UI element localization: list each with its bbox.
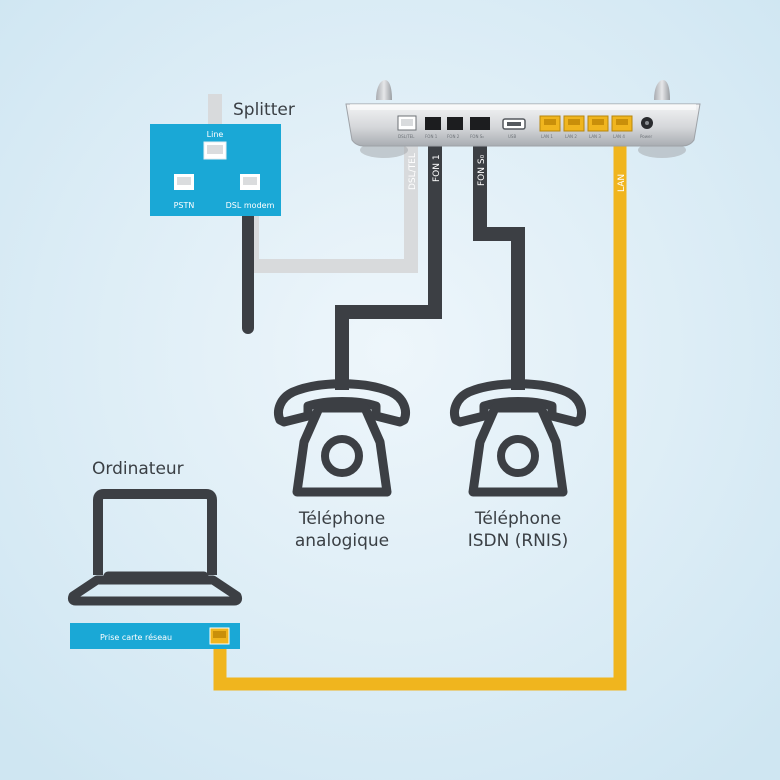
analog-phone-label-line2: analogique [295, 531, 389, 551]
cable-label-fon-s0: FON S₀ [477, 154, 487, 186]
isdn-phone-label-line2: ISDN (RNIS) [468, 531, 569, 551]
cable-label-fon1: FON 1 [432, 154, 442, 182]
router-port-label: Power [640, 134, 652, 139]
fon-s0-cable [473, 132, 525, 390]
splitter-box [150, 124, 281, 216]
router-port-label: LAN 3 [589, 134, 601, 139]
rotary-phone-icon [274, 379, 410, 497]
network-card-bar: Prise carte réseau [70, 623, 240, 649]
router-antenna-right [654, 80, 670, 100]
rj-port-icon [174, 174, 194, 190]
lan-cable [213, 134, 627, 691]
router-port-label: FON 1 [425, 134, 438, 139]
router-port-fon-s0 [470, 117, 490, 130]
router-antenna-left [376, 80, 392, 100]
rotary-phone-icon [450, 379, 586, 497]
router-port-label: LAN 1 [541, 134, 553, 139]
router: DSL/TEL FON 1 FON 2 FON S₀ USB LAN 1 LAN… [345, 80, 701, 158]
network-card-label: Prise carte réseau [100, 632, 172, 642]
rj-port-icon [203, 141, 227, 160]
analog-phone-label-line1: Téléphone [298, 509, 385, 529]
router-port-fon1 [425, 117, 441, 130]
laptop-icon [67, 489, 243, 606]
splitter-port-pstn-label: PSTN [174, 201, 195, 210]
rj-port-icon [240, 174, 260, 190]
computer-title: Ordinateur [92, 459, 184, 479]
router-port-label: FON S₀ [470, 134, 484, 139]
router-port-fon2 [447, 117, 463, 130]
router-port-label: DSL/TEL [398, 134, 415, 139]
router-port-label: FON 2 [447, 134, 460, 139]
router-port-label: LAN 2 [565, 134, 577, 139]
router-port-label: USB [508, 134, 516, 139]
router-port-label: LAN 4 [613, 134, 625, 139]
fon1-cable [335, 132, 442, 390]
rj-port-icon [209, 627, 230, 645]
splitter-title: Splitter [233, 100, 295, 120]
isdn-phone-label-line1: Téléphone [474, 509, 561, 529]
splitter-port-dsl-modem-label: DSL modem [226, 201, 275, 210]
cable-label-dsl-tel: DSL/TEL [408, 153, 418, 190]
splitter: Splitter Line PSTN DSL modem [150, 100, 295, 216]
cable-label-lan: LAN [617, 174, 627, 192]
splitter-port-line-label: Line [207, 130, 224, 139]
